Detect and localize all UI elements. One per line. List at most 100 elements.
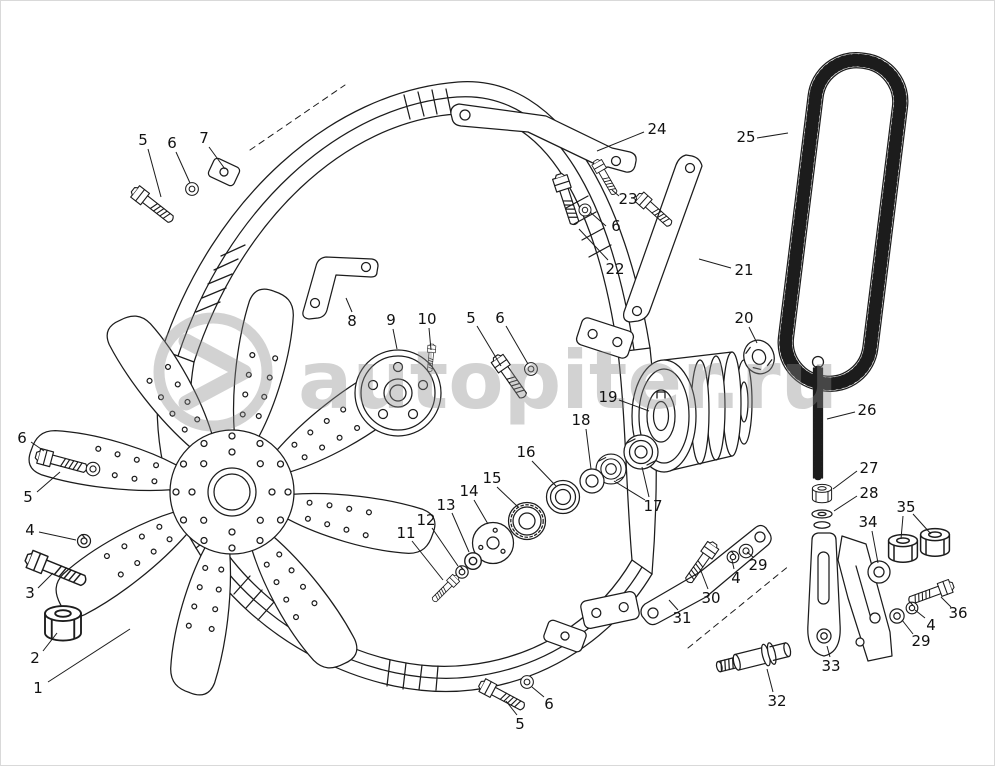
leader-line <box>578 228 609 261</box>
leader-line <box>901 619 914 635</box>
callout-label: 6 <box>611 217 621 235</box>
tension-arm-33 <box>807 532 841 657</box>
callout-label: 12 <box>416 511 435 529</box>
callout-label: 26 <box>857 401 876 419</box>
nut-35 <box>919 527 951 557</box>
callout-label: 1 <box>33 679 43 697</box>
washer-28 <box>811 509 833 519</box>
callout-label: 29 <box>911 632 930 650</box>
callout-label: 9 <box>386 311 396 329</box>
felt-seal-15 <box>507 501 547 541</box>
callout-label: 23 <box>618 190 637 208</box>
callout-label: 24 <box>647 120 666 138</box>
nut-2 <box>44 605 82 642</box>
leader-line <box>30 441 45 452</box>
leader-line <box>611 189 620 197</box>
callout-label: 5 <box>515 715 525 733</box>
callout-label: 5 <box>138 131 148 149</box>
leader-line <box>746 551 754 558</box>
leader-line <box>700 570 709 590</box>
bearing-race-18 <box>579 468 605 494</box>
tension-rod <box>811 355 825 481</box>
shroud-lug-top <box>575 317 635 359</box>
fan-shroud <box>156 81 657 693</box>
bolt-22 <box>551 171 583 228</box>
nut-27 <box>811 483 833 504</box>
shroud-hatch <box>195 244 246 313</box>
callout-label: 36 <box>948 604 967 622</box>
ring-16 <box>545 479 581 515</box>
leader-line <box>668 599 679 611</box>
v-belt <box>777 52 909 392</box>
watermark-logo-chevron <box>178 333 252 411</box>
callout-label: 4 <box>25 521 35 539</box>
callout-label: 5 <box>466 309 476 327</box>
washer-29 <box>889 608 905 624</box>
leader-line <box>47 628 131 683</box>
callout-label: 19 <box>598 388 617 406</box>
leader-line <box>748 326 758 344</box>
leader-line <box>731 559 735 570</box>
callout-label: 13 <box>436 496 455 514</box>
washer-4 <box>726 550 740 564</box>
leader-line <box>345 297 353 313</box>
leader-line <box>392 328 398 350</box>
callout-label: 8 <box>347 312 357 330</box>
callout-label: 29 <box>748 556 767 574</box>
support-bracket <box>837 535 893 662</box>
leader-line <box>496 486 519 508</box>
callout-label: 30 <box>701 589 720 607</box>
fan-blade <box>279 477 439 562</box>
leader-line <box>912 513 932 535</box>
fan-blade <box>162 539 247 699</box>
leader-line <box>698 258 732 269</box>
callout-label: 17 <box>643 497 662 515</box>
callout-label: 6 <box>167 134 177 152</box>
construction-line <box>249 84 346 151</box>
shroud-hatch <box>565 195 612 258</box>
shroud-tab <box>207 157 241 187</box>
washer-4 <box>905 601 919 615</box>
fan-assembly <box>25 285 439 699</box>
callout-label: 4 <box>731 569 741 587</box>
leader-line <box>147 148 162 198</box>
leader-line <box>208 146 226 170</box>
washer-6 <box>520 675 534 689</box>
callout-label: 21 <box>734 261 753 279</box>
pivot-bolt-32 <box>715 642 792 673</box>
leader-line <box>476 325 502 367</box>
shroud-hatch <box>233 575 275 621</box>
leader-line <box>36 471 61 493</box>
callout-label: 15 <box>482 469 501 487</box>
callout-label: 28 <box>859 484 878 502</box>
callout-label: 31 <box>672 609 691 627</box>
leader-line <box>531 460 557 487</box>
bracket-31 <box>640 524 772 626</box>
callout-label: 6 <box>17 429 27 447</box>
washer-6 <box>578 203 592 217</box>
fan-hub <box>169 429 295 555</box>
leader-line <box>505 700 518 716</box>
leader-line <box>618 399 650 412</box>
washer-6 <box>185 182 199 196</box>
leader-line <box>826 411 856 420</box>
leader-line <box>175 151 191 184</box>
shroud-hatch <box>403 88 452 120</box>
watermark-logo-ring <box>153 312 273 432</box>
washer-4 <box>76 533 92 549</box>
leader-line <box>596 131 645 152</box>
pulley-washer <box>743 339 775 375</box>
callout-label: 11 <box>396 524 415 542</box>
leader-line <box>914 609 926 619</box>
washer-34 <box>867 560 891 584</box>
leader-line <box>589 211 607 227</box>
leader-line <box>940 596 952 608</box>
leader-line <box>871 530 879 564</box>
leader-line <box>832 470 858 490</box>
callout-label: 2 <box>30 649 40 667</box>
bolt-5 <box>127 183 178 227</box>
leader-line <box>613 480 646 501</box>
